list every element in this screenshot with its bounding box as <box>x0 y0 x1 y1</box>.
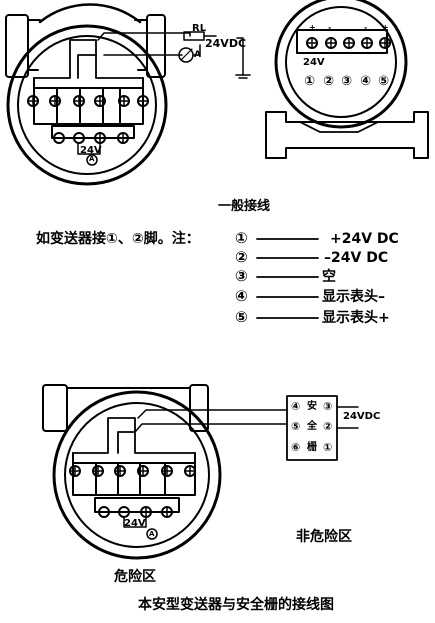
head-pin-3: ③ <box>341 74 353 89</box>
note-pin-1-number: ① <box>235 229 248 247</box>
barrier-supply-label: 24VDC <box>343 411 381 422</box>
safe-zone-label: 非危险区 <box>296 529 352 545</box>
note-pin-3-meaning: 空 <box>322 269 336 285</box>
barrier-char-an: 安 <box>307 401 317 412</box>
transmitter-head-barrier <box>42 384 359 560</box>
barrier-terminal-5: ⑤ <box>291 420 301 433</box>
barrier-terminal-3: ③ <box>323 400 333 413</box>
power-supply-label: 24VDC <box>205 37 247 50</box>
pin-legend-leaders <box>256 238 319 319</box>
note-pin-5-number: ⑤ <box>235 308 248 326</box>
pin-sign-3: - <box>364 23 368 32</box>
barrier-char-quan: 全 <box>307 421 317 432</box>
pin-sign-1: + <box>309 23 316 32</box>
hazard-zone-label: 危险区 <box>114 569 156 585</box>
transmitter-head-general <box>5 3 251 186</box>
note-intro: 如变送器接①、②脚。注： <box>36 231 200 247</box>
figure-caption: 本安型变送器与安全栅的接线图 <box>138 597 334 613</box>
note-pin-5-meaning: 显示表头+ <box>322 310 390 326</box>
note-pin-2-meaning: –24V DC <box>324 250 389 266</box>
barrier-meter-a-symbol: A <box>149 530 155 538</box>
barrier-terminal-1: ① <box>323 441 333 454</box>
note-pin-2-number: ② <box>235 248 248 266</box>
note-pin-4-meaning: 显示表头– <box>322 289 385 305</box>
note-pin-4-number: ④ <box>235 287 248 305</box>
ammeter-label: A <box>194 50 201 60</box>
barrier-terminal-voltage-label: 24V <box>124 518 146 529</box>
note-pin-3-number: ③ <box>235 267 248 285</box>
head-pin-2: ② <box>323 74 335 89</box>
transmitter-head-front <box>265 0 429 159</box>
meter-a-symbol: A <box>89 155 95 163</box>
barrier-char-zha: 栅 <box>307 442 317 453</box>
pin-sign-4: + <box>382 23 389 32</box>
load-resistor-label: RL <box>192 23 207 34</box>
barrier-terminal-2: ② <box>323 420 333 433</box>
barrier-terminal-4: ④ <box>291 400 301 413</box>
head-voltage-label: 24V <box>303 57 325 68</box>
general-wiring-title: 一般接线 <box>218 199 271 214</box>
head-pin-4: ④ <box>360 74 372 89</box>
head-pin-1: ① <box>304 74 316 89</box>
barrier-terminal-6: ⑥ <box>291 441 301 454</box>
head-pin-5: ⑤ <box>378 74 390 89</box>
pin-sign-2: - <box>328 23 332 32</box>
terminal-voltage-label: 24V <box>80 145 102 156</box>
note-pin-1-meaning: +24V DC <box>330 231 399 247</box>
